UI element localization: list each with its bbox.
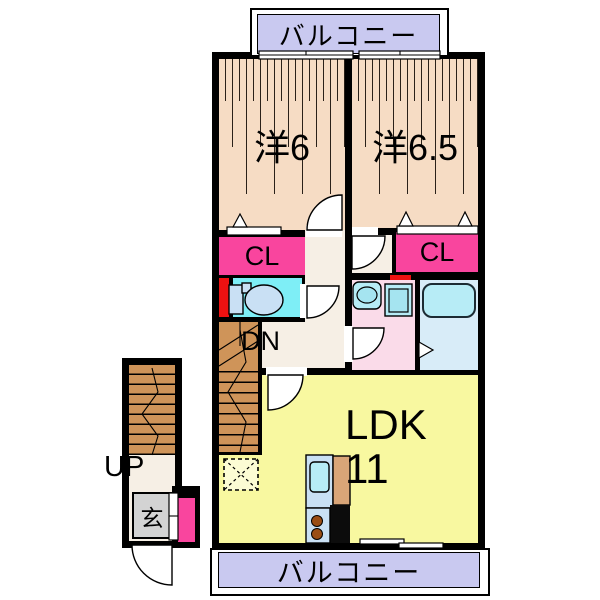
ldk-label: LDK [345, 401, 427, 448]
stairs-down-label: DN [241, 326, 280, 356]
closet-right [396, 232, 478, 272]
washroom [352, 280, 415, 370]
entrance-genkan: 玄 [132, 492, 172, 539]
balcony-bottom-label: バルコニー [276, 557, 422, 588]
closet-left-label: CL [244, 240, 280, 271]
closet-left [219, 237, 305, 275]
pipe-space-marker [219, 278, 229, 317]
bedroom-6-label: 洋6 [253, 127, 311, 168]
stair-steps [219, 362, 258, 452]
balcony-bottom: バルコニー [218, 552, 480, 588]
balcony-top: バルコニー [257, 14, 440, 54]
bathroom [420, 280, 478, 370]
entrance-label: 玄 [140, 504, 164, 531]
stairs-up-label: UP [104, 451, 145, 483]
bedroom-6-5-label: 洋6.5 [371, 127, 459, 168]
closet-right-label: CL [419, 236, 455, 267]
ldk-size-label: 11 [345, 445, 389, 492]
balcony-top-label: バルコニー [278, 20, 419, 51]
meter-box [178, 498, 195, 542]
bedroom-west-6-5 [352, 59, 478, 228]
hallway-branch [352, 235, 392, 273]
hallway-lower [262, 322, 345, 368]
stairs-up-steps [129, 365, 175, 455]
ldk-room-extension [219, 455, 262, 543]
toilet-room [233, 278, 302, 317]
hallway-upper [305, 230, 345, 322]
